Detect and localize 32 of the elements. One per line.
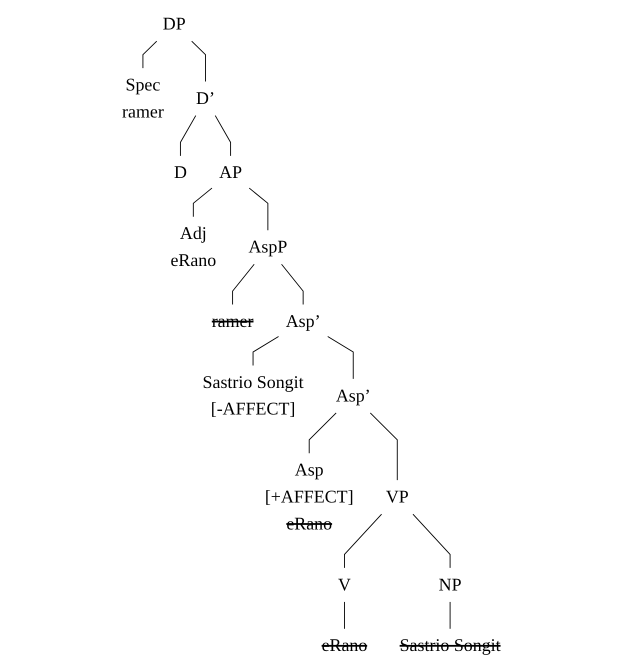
- connector: [344, 514, 382, 568]
- node-text: Sastrio Songit [-AFFECT]: [202, 372, 304, 420]
- node-text: D’: [196, 88, 215, 108]
- node-text: D: [174, 163, 187, 183]
- node-text: DP: [162, 14, 186, 34]
- node-text: Sastrio Songit: [399, 636, 500, 656]
- connector: [412, 514, 450, 568]
- node-text: V: [338, 575, 351, 595]
- connector: [344, 601, 345, 630]
- node-text: eRano: [321, 636, 367, 656]
- connector: [370, 412, 398, 481]
- connector: [308, 412, 336, 454]
- node-text: Asp’: [335, 386, 370, 406]
- node-text: Asp’: [285, 312, 320, 332]
- node-text: Adj eRano: [170, 224, 216, 271]
- connector: [449, 601, 450, 630]
- node-text: Spec ramer: [122, 75, 164, 122]
- connector: [248, 188, 268, 231]
- node-text: Asp [+AFFECT] eRano: [264, 460, 354, 534]
- connector: [180, 115, 196, 156]
- node-text: AspP: [248, 237, 287, 258]
- connector: [280, 264, 304, 305]
- connector: [232, 264, 254, 305]
- node-text: AP: [218, 163, 242, 183]
- connector: [214, 115, 231, 156]
- connector: [142, 40, 157, 69]
- node-text: VP: [385, 487, 408, 507]
- node-text: NP: [438, 575, 462, 595]
- connector: [190, 40, 206, 82]
- connector: [192, 188, 212, 218]
- connector: [252, 336, 279, 366]
- node-text: ramer: [211, 312, 254, 332]
